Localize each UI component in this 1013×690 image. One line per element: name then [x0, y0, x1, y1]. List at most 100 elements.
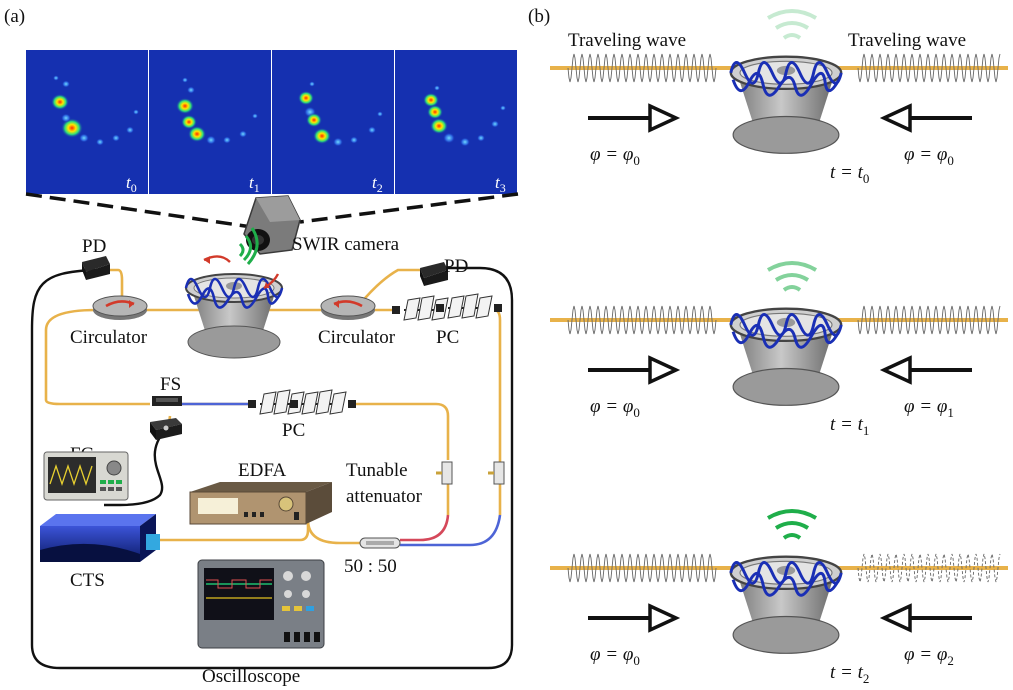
- coupler-icon: [359, 537, 401, 549]
- resonator-b-icon: [729, 307, 843, 407]
- pd-right-label: PD: [444, 256, 468, 277]
- resonator-b-icon: [729, 55, 843, 155]
- intensity-spot: [62, 80, 70, 88]
- intensity-spot: [313, 127, 331, 145]
- swir-camera-icon: [243, 195, 301, 255]
- intensity-spot: [423, 92, 439, 108]
- phase-left-label: φ = φ0: [590, 644, 640, 668]
- oscilloscope-icon: [197, 559, 325, 649]
- circulator-right-label: Circulator: [318, 327, 396, 348]
- intensity-spot: [252, 113, 258, 119]
- circulator-left-label: Circulator: [70, 327, 148, 348]
- intensity-spot: [500, 105, 506, 111]
- splitter-label: 50 : 50: [344, 556, 397, 577]
- intensity-spot: [187, 86, 195, 94]
- intensity-spot: [443, 132, 455, 144]
- intensity-spot: [96, 138, 104, 146]
- intensity-spot: [460, 137, 470, 147]
- intensity-spot: [188, 125, 206, 143]
- fs-modulator-icon: [152, 396, 182, 406]
- time-label: t = t2: [830, 662, 869, 686]
- panel-b-rows: φ = φ0 φ = φ0 t = t0 φ = φ0 φ = φ1 t = t1 φ = …: [550, 9, 1008, 686]
- snapshot-time-label: t1: [249, 173, 260, 195]
- tunable-attenuator-left-icon: [436, 461, 453, 485]
- function-generator-icon: [43, 451, 129, 501]
- intensity-spot: [53, 75, 59, 81]
- intensity-spot: [434, 85, 440, 91]
- camera-snapshot: t2: [272, 50, 394, 195]
- fs-label: FS: [160, 374, 181, 395]
- traveling-wave-right: [857, 53, 1001, 83]
- snapshot-time-label: t2: [372, 173, 383, 195]
- intensity-spot: [51, 93, 69, 111]
- emission-signal-icon: [766, 261, 818, 292]
- propagation-arrow-left: [879, 355, 972, 385]
- camera-snapshots: t0 t1 t2 t3: [26, 50, 517, 195]
- traveling-wave-right: [857, 305, 1001, 335]
- propagation-arrow-right: [588, 603, 681, 633]
- pc-top-label: PC: [436, 327, 459, 348]
- intensity-spot: [430, 117, 448, 135]
- phase-left-label: φ = φ0: [590, 144, 640, 168]
- panel-a-label: (a): [4, 6, 25, 27]
- phase-right-label: φ = φ1: [904, 396, 954, 420]
- camera-snapshot: t1: [149, 50, 271, 195]
- emission-signal-icon: [766, 509, 818, 540]
- time-label: t = t0: [830, 162, 869, 186]
- snapshot-time-label: t0: [126, 173, 137, 195]
- traveling-wave-right-label: Traveling wave: [848, 30, 966, 51]
- pd-left-label: PD: [82, 236, 106, 257]
- intensity-spot: [182, 77, 188, 83]
- traveling-wave-left: [567, 305, 717, 335]
- fiber-network: [44, 268, 502, 545]
- traveling-wave-left: [567, 53, 717, 83]
- traveling-wave-left-label: Traveling wave: [568, 30, 686, 51]
- intensity-spot: [206, 135, 216, 145]
- edfa-icon: [189, 482, 332, 525]
- intensity-spot: [377, 111, 383, 117]
- circulator-left-icon: [92, 295, 148, 320]
- panel-b-label: (b): [528, 6, 550, 27]
- cts-laser-icon: [40, 514, 160, 562]
- intensity-spot: [309, 81, 315, 87]
- phase-left-label: φ = φ0: [590, 396, 640, 420]
- traveling-wave-left: [567, 553, 717, 583]
- cts-label: CTS: [70, 570, 105, 591]
- phase-right-label: φ = φ0: [904, 144, 954, 168]
- intensity-spot: [79, 133, 89, 143]
- fg-cable: [104, 429, 166, 507]
- traveling-wave-right: [857, 553, 1001, 583]
- fs-driver-icon: [150, 418, 182, 440]
- intensity-spot: [61, 118, 83, 138]
- emission-signal-icon: [766, 9, 818, 40]
- intensity-spot: [298, 90, 314, 106]
- circulator-right-icon: [320, 295, 376, 320]
- fiber-blue-segment: [400, 514, 502, 547]
- pc-mid-label: PC: [282, 420, 305, 441]
- fiber-red-segment: [400, 514, 450, 542]
- panel-b-row: φ = φ0 φ = φ2 t = t2: [550, 509, 1008, 686]
- dashed-projection-right: [299, 192, 519, 224]
- resonator-b-icon: [729, 555, 843, 655]
- camera-snapshot: t3: [395, 50, 517, 195]
- intensity-spot: [223, 136, 231, 144]
- time-label: t = t1: [830, 414, 869, 438]
- propagation-arrow-right: [588, 355, 681, 385]
- oscilloscope-label: Oscilloscope: [202, 666, 300, 687]
- pc-top-icon: [391, 293, 503, 321]
- tunable-attenuator-label-2: attenuator: [346, 486, 423, 507]
- intensity-spot: [176, 97, 194, 115]
- pd-right-icon: [420, 262, 448, 286]
- phase-right-label: φ = φ2: [904, 644, 954, 668]
- intensity-spot: [427, 104, 443, 120]
- snapshot-time-label: t3: [495, 173, 506, 195]
- intensity-spot: [306, 112, 322, 128]
- tunable-attenuator-right-icon: [488, 461, 505, 485]
- intensity-spot: [491, 120, 499, 128]
- propagation-arrow-left: [879, 103, 972, 133]
- swir-camera-label: SWIR camera: [292, 234, 400, 255]
- loop-cable: [30, 266, 514, 670]
- pc-mid-icon: [247, 389, 357, 415]
- tunable-attenuator-label-1: Tunable: [346, 460, 408, 481]
- intensity-spot: [133, 109, 139, 115]
